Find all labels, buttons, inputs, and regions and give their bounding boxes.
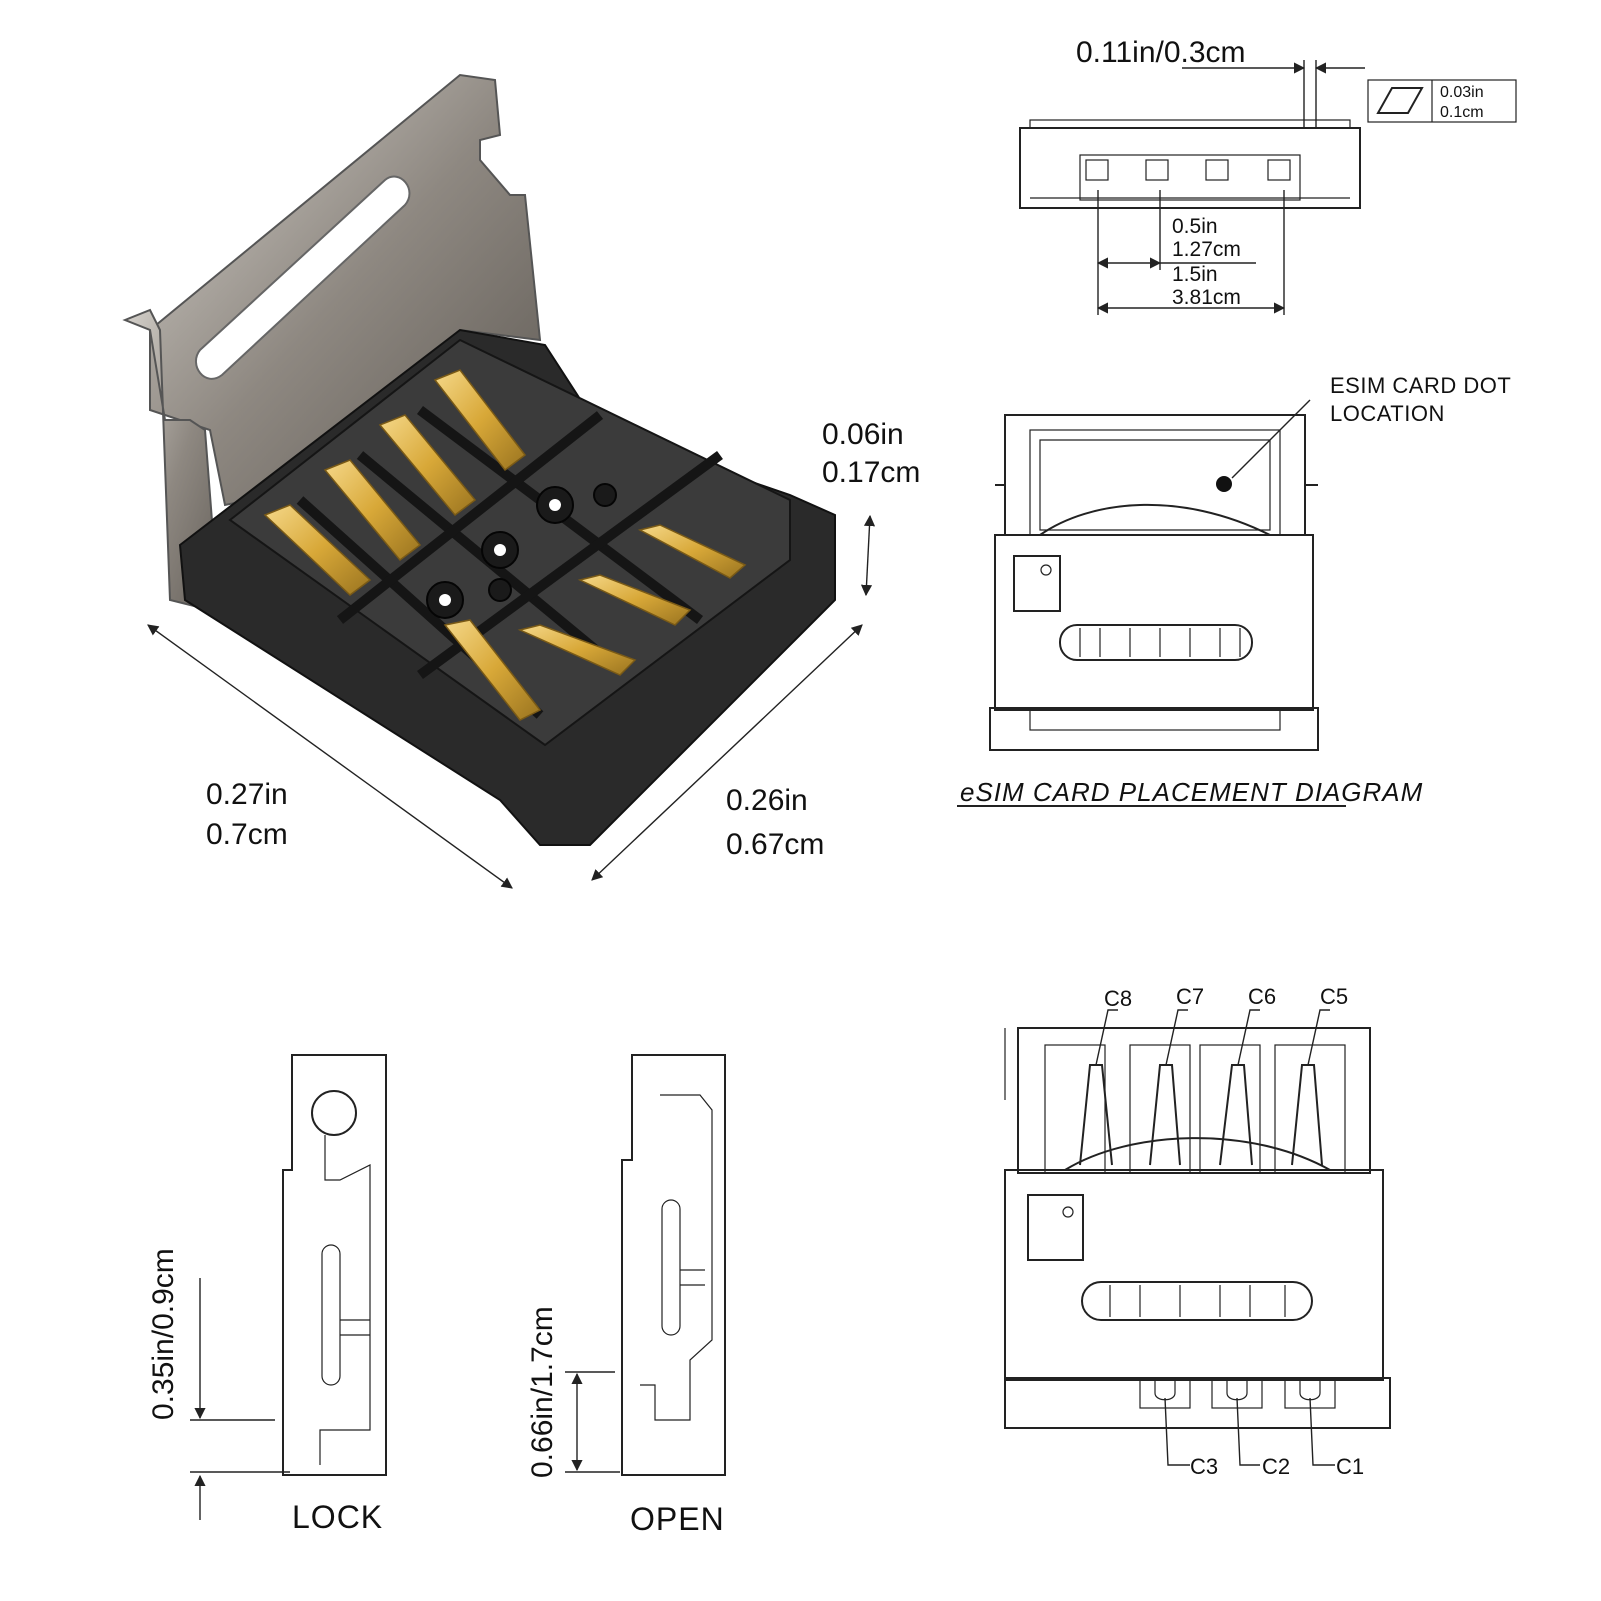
pin-label: C5 bbox=[1320, 984, 1348, 1009]
width-dim-cm: 0.67cm bbox=[726, 828, 824, 861]
pin-label: C1 bbox=[1336, 1454, 1364, 1479]
dot-callout-line2: LOCATION bbox=[1330, 401, 1445, 426]
pinout-view bbox=[1004, 1009, 1391, 1466]
lid-slot bbox=[194, 175, 411, 380]
lock-side-view bbox=[282, 1054, 387, 1476]
pin-label: C6 bbox=[1248, 984, 1276, 1009]
pin-label: C3 bbox=[1190, 1454, 1218, 1479]
pitch-in: 0.5in bbox=[1172, 215, 1218, 238]
placement-title: eSIM CARD PLACEMENT DIAGRAM bbox=[960, 777, 1423, 807]
lock-label: LOCK bbox=[292, 1499, 383, 1535]
height-dim-in: 0.06in bbox=[822, 418, 904, 451]
photo-dimensions bbox=[147, 514, 876, 889]
dot-callout-line1: ESIM CARD DOT bbox=[1330, 373, 1511, 398]
lock-dim: 0.35in/0.9cm bbox=[147, 1248, 180, 1420]
pin-labels-bottom: C3 C2 C1 bbox=[1190, 1454, 1364, 1479]
pin-label: C7 bbox=[1176, 984, 1204, 1009]
span-cm: 3.81cm bbox=[1172, 286, 1241, 309]
flatness-in: 0.03in bbox=[1440, 84, 1484, 101]
metal-lid bbox=[149, 73, 542, 507]
open-label: OPEN bbox=[630, 1501, 725, 1537]
length-dim-in: 0.27in bbox=[206, 778, 288, 811]
width-dim-in: 0.26in bbox=[726, 784, 808, 817]
open-side-view bbox=[621, 1054, 726, 1476]
gap-dim: 0.11in/0.3cm bbox=[1076, 36, 1246, 69]
open-dim: 0.66in/1.7cm bbox=[526, 1306, 559, 1478]
flatness-cm: 0.1cm bbox=[1440, 104, 1484, 121]
side-view-dimensions bbox=[190, 1278, 620, 1520]
pin-labels-top: C8 C7 C6 C5 bbox=[1104, 984, 1348, 1011]
length-dim-cm: 0.7cm bbox=[206, 818, 288, 851]
pin-label: C2 bbox=[1262, 1454, 1290, 1479]
connector-photo bbox=[122, 73, 836, 846]
pitch-cm: 1.27cm bbox=[1172, 238, 1241, 261]
span-in: 1.5in bbox=[1172, 263, 1218, 286]
placement-diagram bbox=[957, 399, 1346, 807]
height-dim-cm: 0.17cm bbox=[822, 456, 920, 489]
gold-contacts bbox=[263, 369, 747, 721]
pin-label: C8 bbox=[1104, 986, 1132, 1011]
front-elevation-view bbox=[1019, 60, 1517, 315]
